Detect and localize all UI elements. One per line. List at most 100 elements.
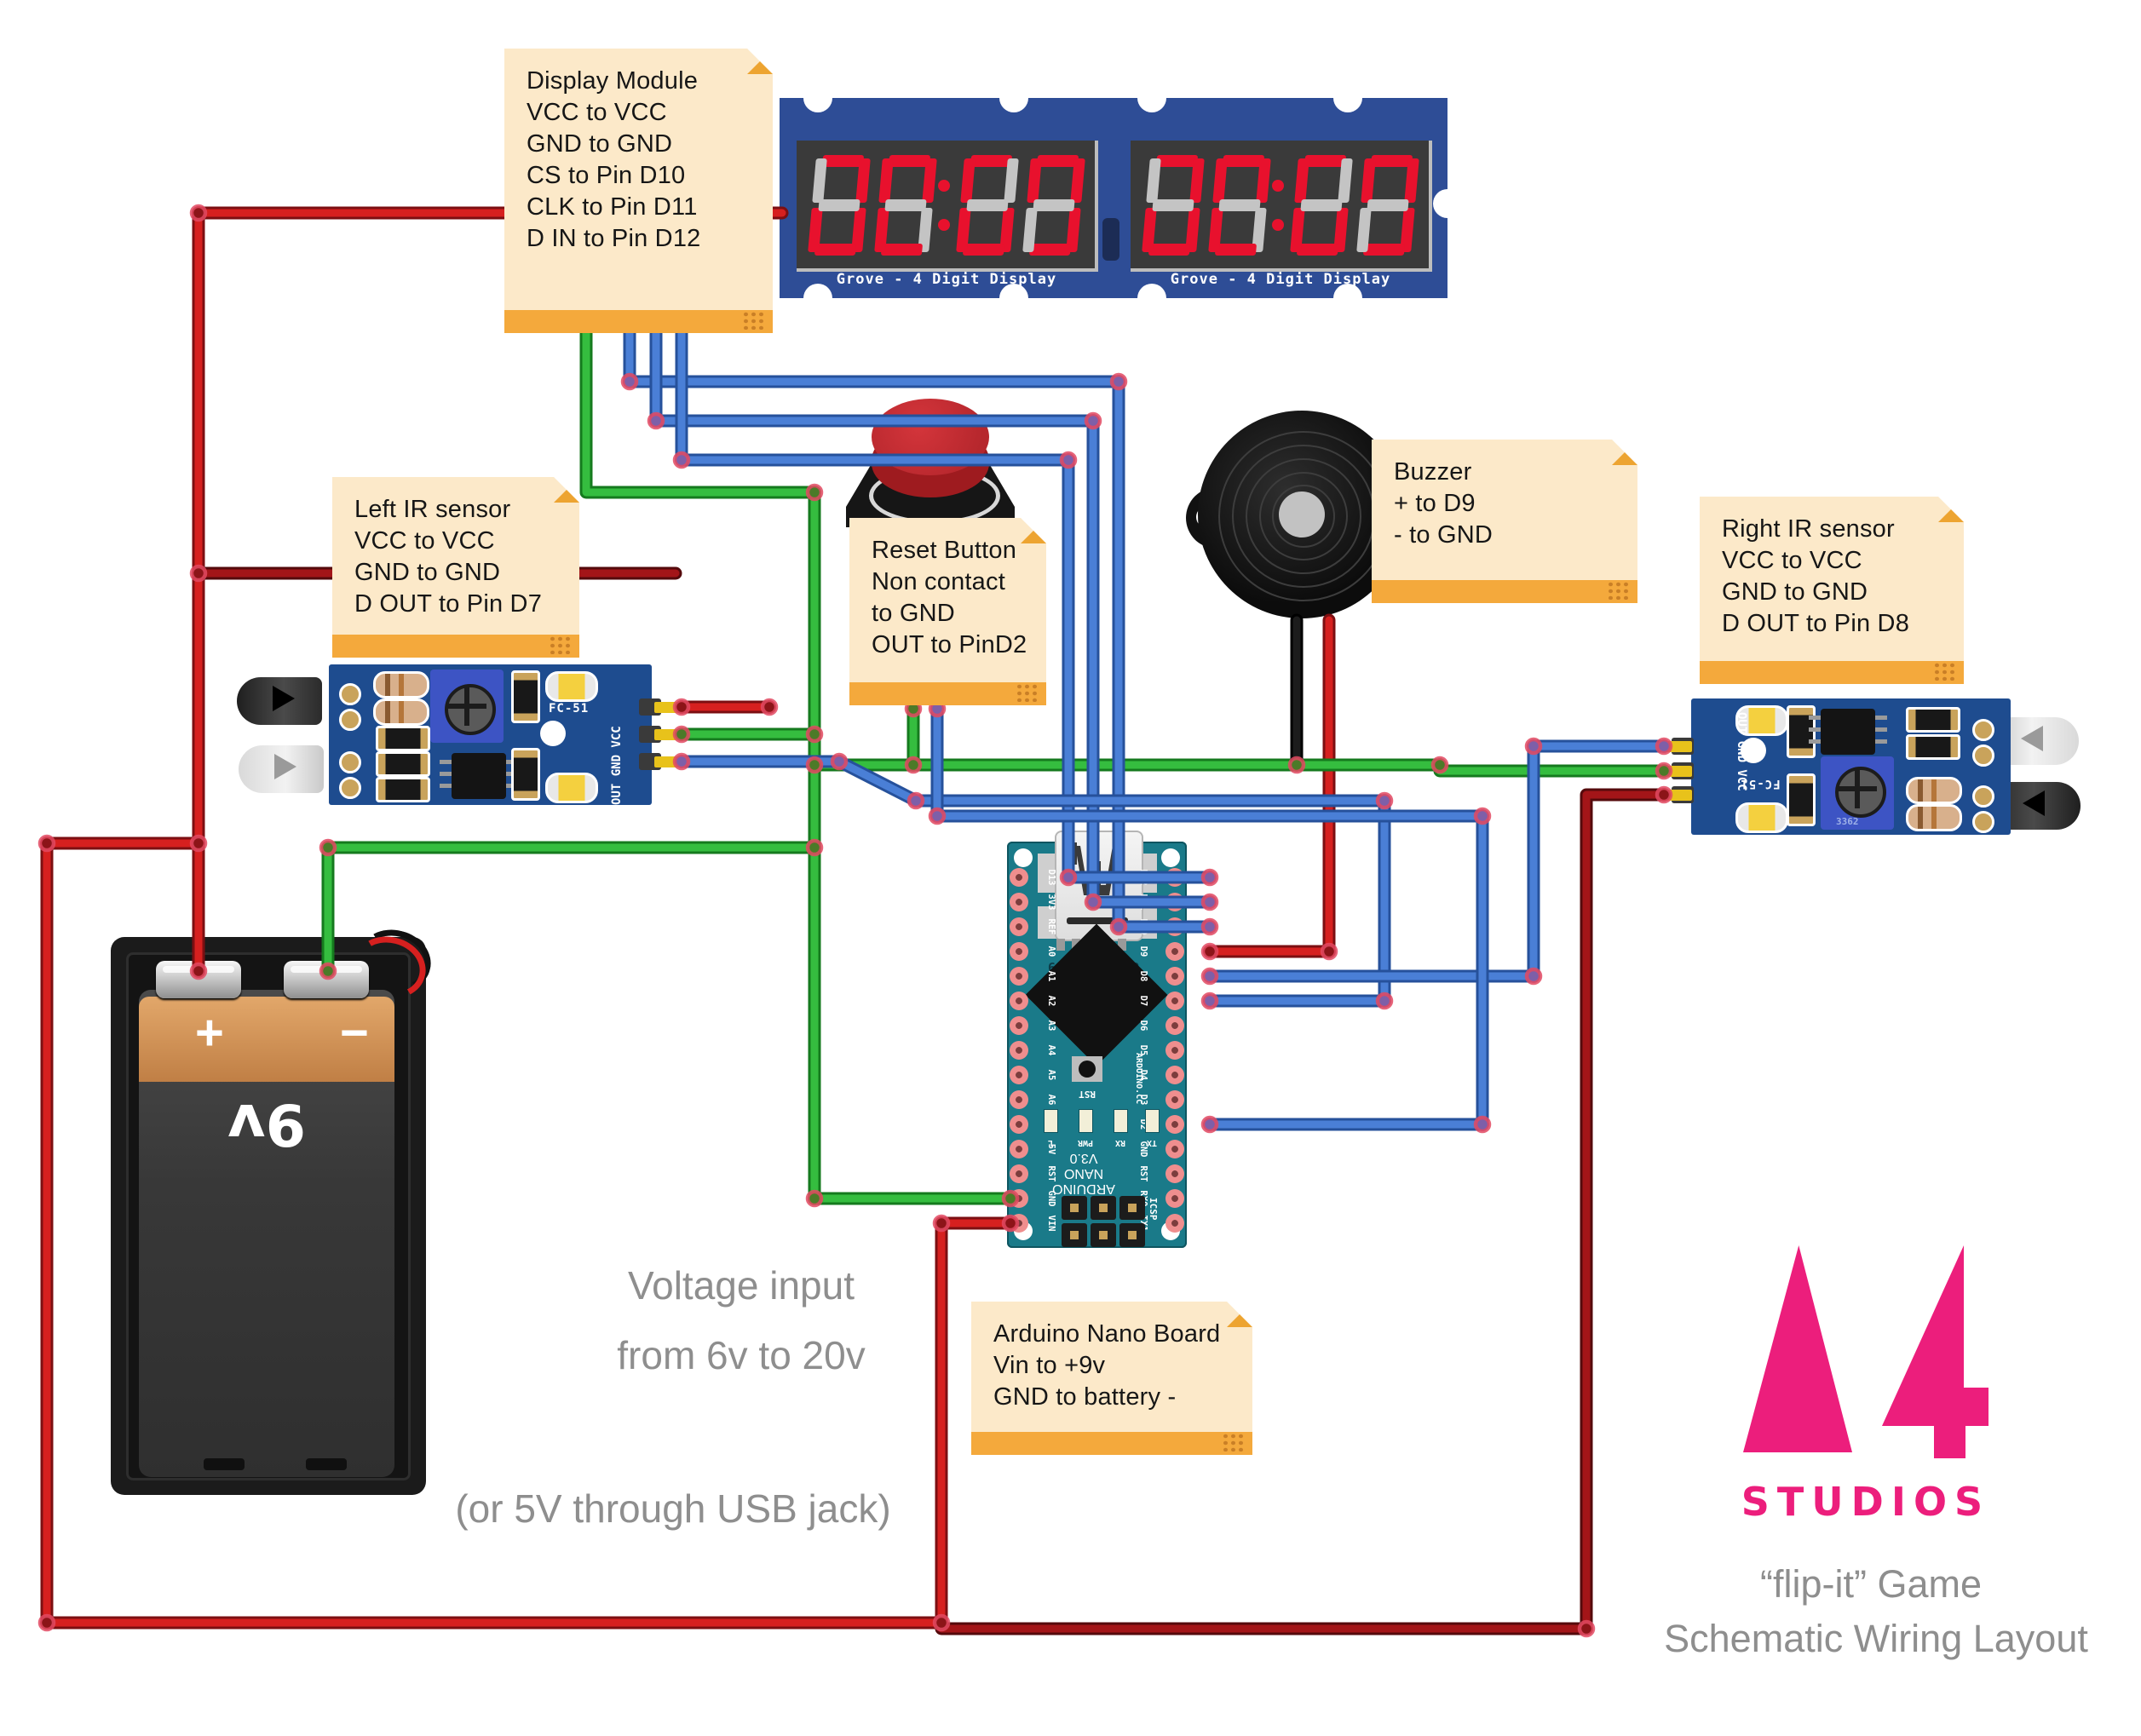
wire-right-out-d8	[1203, 739, 1671, 983]
battery-foot	[306, 1458, 347, 1470]
nano-pin-d6-right	[1165, 1016, 1184, 1035]
junction-dot	[1655, 762, 1673, 780]
nano-pin-gnd-right	[1165, 1140, 1184, 1158]
nano-pin-a3-left	[1010, 1016, 1028, 1035]
smd-component	[1906, 707, 1960, 733]
note-text-line: CLK to Pin D11	[527, 193, 698, 221]
junction-dot	[1655, 737, 1673, 756]
smd-component	[511, 670, 540, 723]
note-strip	[849, 682, 1046, 705]
resistor	[1906, 777, 1962, 804]
note-text-line: Display Module	[527, 67, 699, 95]
buzzer-center	[1279, 491, 1325, 537]
junction-dot	[1200, 992, 1219, 1010]
junction-dot	[932, 1613, 951, 1632]
seven-segment-window	[1131, 141, 1432, 272]
note-text-line: + to D9	[1394, 490, 1476, 517]
junction-dot	[1084, 411, 1102, 430]
voltage-caption-line3: (or 5V through USB jack)	[455, 1486, 891, 1531]
note-text-line: GND to battery -	[993, 1383, 1177, 1411]
ir-sensor-right-board: FC-51 3362	[1691, 698, 2011, 835]
logo-four-stem	[1934, 1426, 1965, 1458]
note-strip	[1372, 580, 1637, 603]
note-text-line: GND to GND	[354, 559, 501, 586]
grove-display-board-1: Grove - 4 Digit Display	[780, 83, 1114, 313]
icsp-pin	[1062, 1196, 1087, 1220]
note-strip	[1700, 661, 1964, 684]
nano-pin-d8-right	[1165, 967, 1184, 986]
junction-dot	[805, 756, 824, 774]
grove-display-label: Grove - 4 Digit Display	[836, 271, 1057, 288]
junction-dot	[1655, 785, 1673, 804]
note-text-line: Buzzer	[1394, 458, 1472, 486]
board-notch	[1137, 83, 1166, 112]
nano-led-tx	[1145, 1109, 1160, 1133]
board-notch	[1433, 189, 1462, 218]
battery-minus-sign: −	[340, 1005, 369, 1061]
wire-battery-minus	[321, 841, 821, 978]
battery-plus-sign: +	[195, 1005, 224, 1061]
junction-dot	[904, 756, 923, 774]
note-text-line: VCC to VCC	[1722, 547, 1862, 574]
wire-vin-to-9v	[43, 839, 1015, 1627]
icsp-pin	[1119, 1223, 1145, 1247]
smd-component	[376, 751, 430, 777]
nano-pin-d3-right	[1165, 1090, 1184, 1109]
note-text-line: OUT to PinD2	[872, 631, 1027, 658]
junction-dot	[928, 807, 947, 825]
trimpot-dial	[1835, 767, 1886, 818]
junction-dot	[1320, 942, 1338, 961]
junction-dot	[1577, 1619, 1596, 1638]
trimpot-dial	[445, 684, 496, 735]
grove-display-board-2: Grove - 4 Digit Display	[1114, 83, 1447, 313]
mounting-hole	[1741, 738, 1766, 763]
seven-segment-window	[797, 141, 1098, 272]
junction-dot	[647, 411, 665, 430]
note-text-line: Arduino Nano Board	[993, 1320, 1221, 1348]
nano-led-pwr	[1079, 1109, 1093, 1133]
note-strip	[332, 635, 579, 658]
note-strip	[971, 1432, 1252, 1455]
colon-dot	[1272, 180, 1284, 192]
junction-dot	[1200, 942, 1219, 961]
grove-connector-tab	[1102, 218, 1119, 261]
junction-dot	[1084, 893, 1102, 911]
junction-dot	[672, 752, 691, 771]
smd-component	[511, 748, 540, 801]
note-text-line: VCC to VCC	[354, 527, 495, 555]
wire-left-out-d7	[677, 757, 1389, 1005]
junction-dot	[189, 962, 208, 980]
junction-dot	[1059, 451, 1078, 469]
nano-pin-tx1-right	[1165, 1214, 1184, 1233]
junction-dot	[1109, 372, 1128, 391]
note-text-line: Reset Button	[872, 537, 1017, 564]
nano-pin-a7-left	[1010, 1115, 1028, 1134]
nano-pin-a5-left	[1010, 1066, 1028, 1084]
board-notch	[803, 83, 832, 112]
board-notch	[803, 284, 832, 313]
junction-dot	[1200, 917, 1219, 936]
icsp-pin	[1062, 1223, 1087, 1247]
nano-pin-a1-left	[1010, 967, 1028, 986]
wire-battery-minus	[324, 843, 819, 975]
junction-dot	[932, 1214, 951, 1233]
junction-dot	[760, 698, 779, 716]
wire-right-vcc	[935, 788, 1671, 1635]
board-notch	[999, 83, 1028, 112]
logo-studios-text: STUDIOS	[1741, 1479, 1991, 1525]
board-notch	[1333, 284, 1362, 313]
note-text-line: Left IR sensor	[354, 496, 511, 523]
smd-component	[1787, 705, 1816, 758]
resistor	[1906, 804, 1962, 831]
junction-dot	[1524, 737, 1543, 756]
board-notch	[999, 284, 1028, 313]
resistor	[373, 671, 429, 698]
nano-pin-d13-left	[1010, 868, 1028, 887]
smd-component	[1906, 734, 1960, 760]
colon-dot	[938, 219, 950, 231]
junction-dot	[805, 725, 824, 744]
ir-sensor-left-board: FC-51	[329, 664, 652, 805]
